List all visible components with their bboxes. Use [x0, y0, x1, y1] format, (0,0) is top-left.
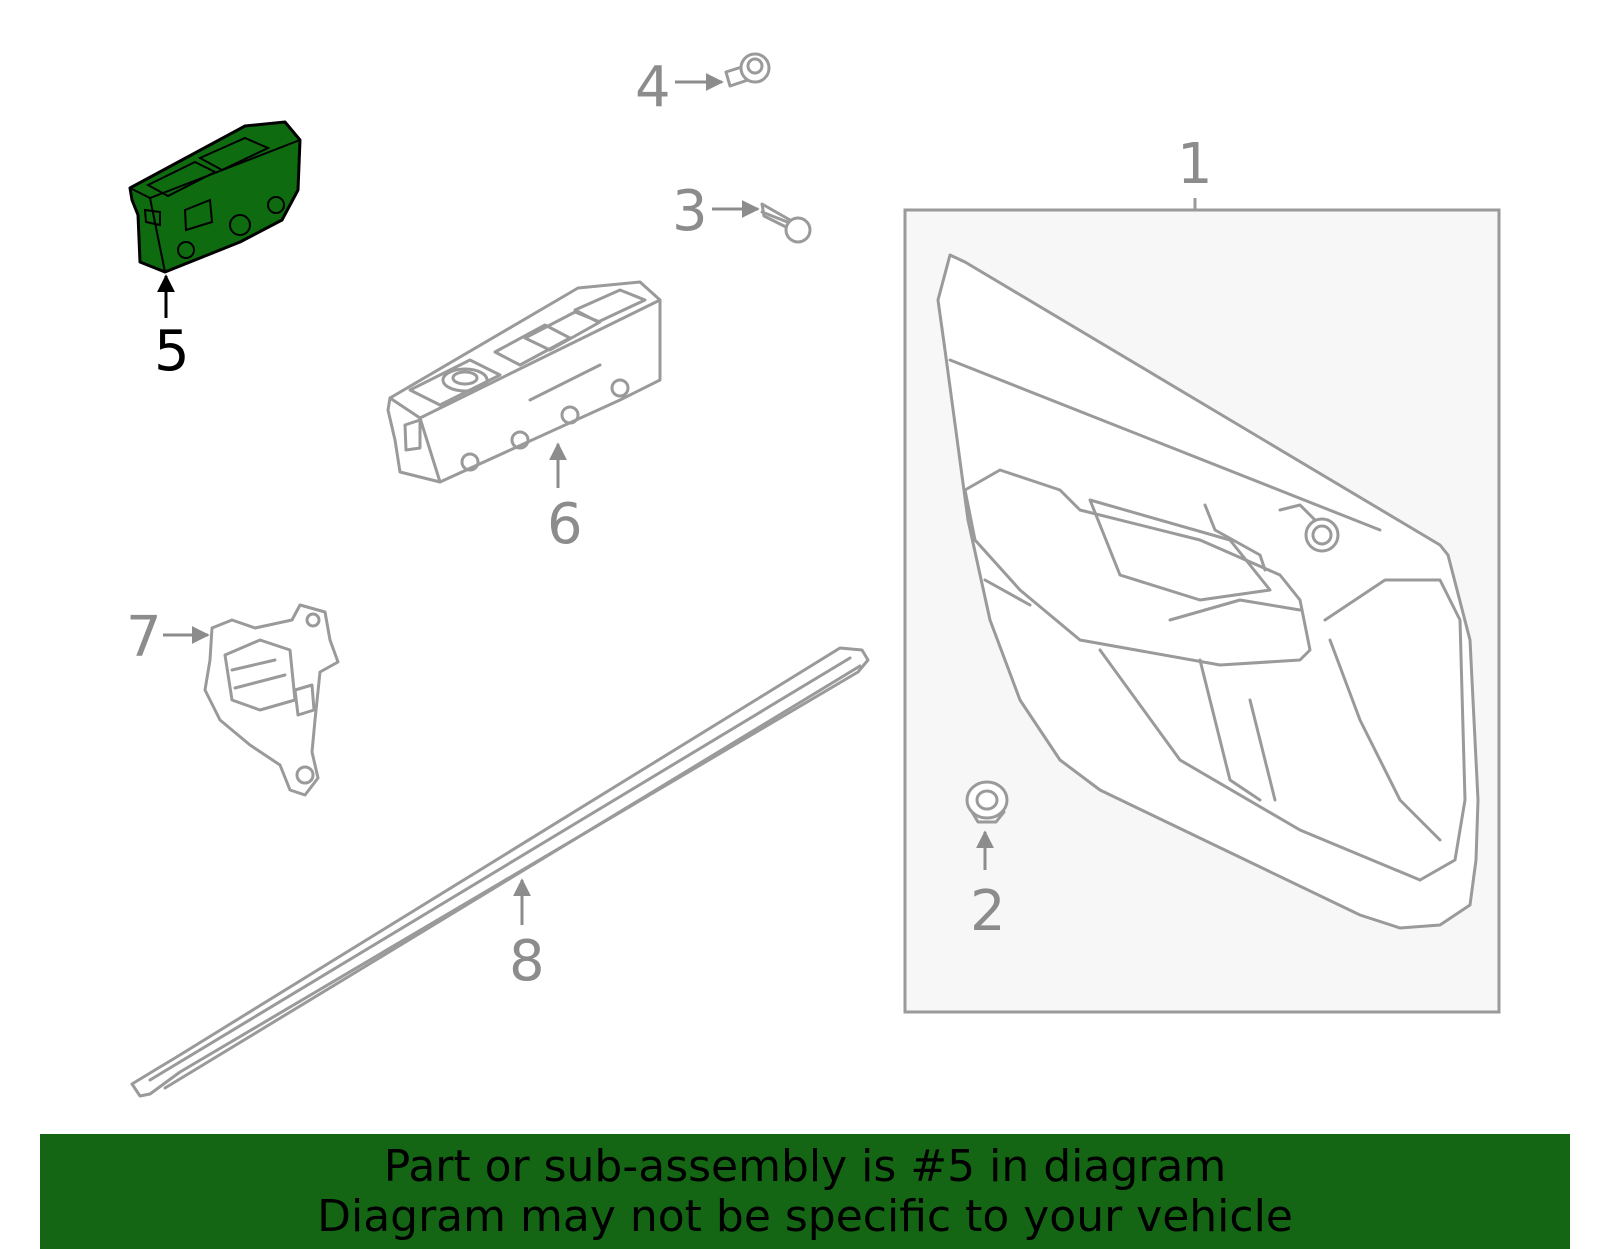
part-5-window-switch-highlighted	[128, 120, 302, 318]
callout-6: 6	[547, 492, 583, 557]
part-4-bolt	[675, 52, 771, 91]
callout-5: 5	[154, 319, 190, 384]
part-8-weatherstrip	[130, 646, 870, 1098]
callout-4: 4	[635, 55, 671, 120]
part-6-master-window-switch	[386, 280, 662, 488]
part-1-door-trim-panel	[903, 198, 1501, 1014]
callout-3: 3	[672, 179, 708, 244]
part-2-clip	[965, 780, 1009, 870]
part-7-switch-bracket	[163, 603, 340, 797]
part-notice-banner: Part or sub-assembly is #5 in diagram Di…	[40, 1134, 1570, 1249]
banner-line-2: Diagram may not be specific to your vehi…	[317, 1191, 1293, 1242]
banner-line-1: Part or sub-assembly is #5 in diagram	[383, 1141, 1227, 1192]
callout-8: 8	[509, 929, 545, 994]
callout-2: 2	[970, 879, 1006, 944]
part-3-screw	[712, 200, 812, 244]
callout-7: 7	[126, 605, 162, 670]
callout-1: 1	[1177, 132, 1213, 197]
